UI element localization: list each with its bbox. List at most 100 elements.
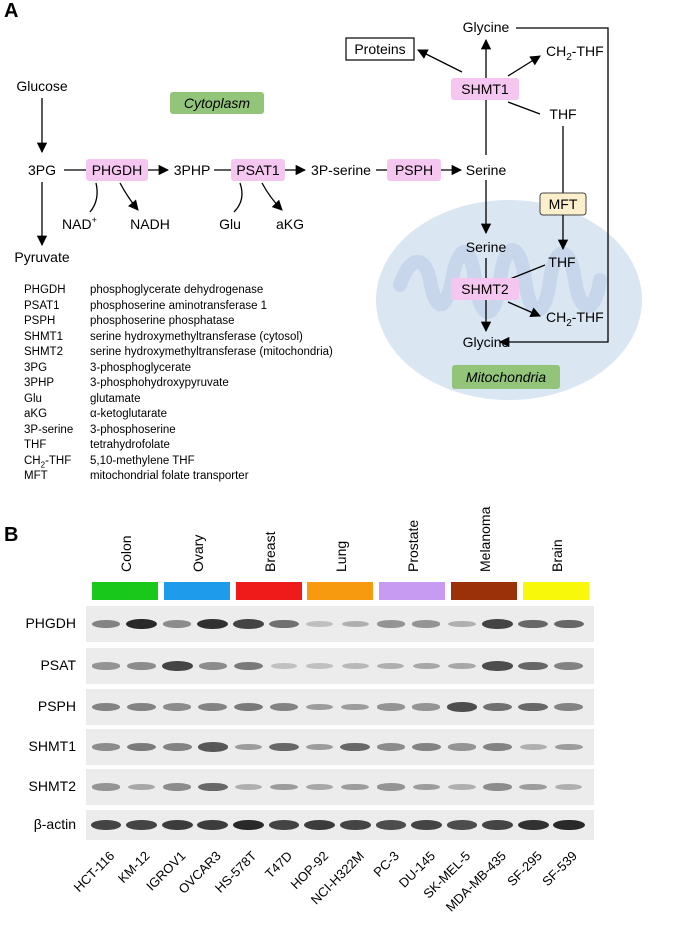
- abbreviation-key: SHMT2: [24, 346, 63, 358]
- shmt2-enzyme-box: [451, 278, 519, 300]
- blot-row: [86, 689, 594, 725]
- blot-band: [341, 620, 369, 628]
- abbreviation-key: SHMT1: [24, 330, 63, 343]
- blot-band: [198, 782, 228, 792]
- blot-band: [91, 662, 121, 670]
- blot-band: [305, 783, 334, 791]
- blot-band: [483, 783, 512, 791]
- blot-band: [554, 743, 583, 751]
- cell-line-label: HCT-116: [70, 848, 118, 895]
- shmt2-label: SHMT2: [461, 281, 509, 297]
- blot-band: [197, 618, 229, 630]
- blot-band: [448, 783, 476, 791]
- tissue-color-bar: [522, 582, 589, 600]
- glucose-label: Glucose: [16, 78, 68, 94]
- abbreviation-value: 5,10-methylene THF: [90, 454, 195, 467]
- mitochondria-box: [452, 365, 560, 389]
- abbreviation-key: PSAT1: [24, 299, 60, 312]
- protein-label: PSPH: [37, 698, 76, 714]
- blot-band: [198, 662, 227, 670]
- akg-label: aKG: [276, 216, 304, 232]
- blot-band: [519, 743, 547, 751]
- blot-band: [127, 662, 156, 670]
- serine-cyto-label: Serine: [466, 162, 507, 178]
- blot-band: [411, 820, 442, 830]
- blot-band: [269, 742, 299, 752]
- blot-band: [306, 621, 333, 627]
- tissue-label: Melanoma: [477, 506, 493, 572]
- blot-band: [306, 663, 333, 669]
- abbreviation-key: CH2-THF: [24, 454, 72, 469]
- protein-label: β-actin: [33, 816, 76, 832]
- thf-mito-label: THF: [548, 254, 575, 270]
- blot-row: [86, 810, 594, 840]
- blot-band: [305, 703, 334, 711]
- blot-band: [482, 661, 513, 671]
- blot-band: [376, 743, 405, 751]
- blot-row: [86, 769, 594, 805]
- abbreviation-value: 3-phosphohydroxypyruvate: [90, 377, 229, 389]
- tissue-color-bar: [379, 582, 446, 600]
- blot-band: [163, 783, 192, 791]
- blot-band: [340, 742, 370, 752]
- cytoplasm-box: [170, 92, 264, 114]
- blot-band: [91, 783, 121, 791]
- phgdh-label: PHGDH: [92, 162, 143, 178]
- blot-band: [197, 742, 228, 752]
- blot-band: [270, 663, 298, 669]
- blot-band: [125, 618, 158, 630]
- blot-band: [198, 703, 228, 711]
- tissue-color-bar: [451, 582, 517, 600]
- abbreviation-value: phosphoserine aminotransferase 1: [90, 299, 268, 312]
- pyruvate-label: Pyruvate: [14, 249, 69, 265]
- tissue-label: Breast: [261, 531, 278, 572]
- ch2thf-mito-label: CH2-THF: [546, 309, 604, 329]
- blot-band: [233, 662, 263, 670]
- nadh-label: NADH: [130, 216, 170, 232]
- blot-band: [412, 703, 441, 711]
- abbreviation-key: Glu: [24, 392, 42, 405]
- abbreviation-key: MFT: [24, 470, 48, 482]
- abbreviation-value: phosphoserine phosphatase: [90, 315, 235, 327]
- blot-band: [163, 703, 192, 711]
- blot-band: [339, 820, 371, 830]
- blot-band: [554, 619, 584, 629]
- blot-band: [519, 783, 548, 791]
- psat1-label: PSAT1: [236, 162, 280, 178]
- blot-band: [126, 820, 157, 830]
- blot-band: [161, 661, 193, 671]
- blot-band: [482, 619, 513, 629]
- blot-band: [518, 702, 548, 712]
- blot-band: [161, 819, 193, 831]
- abbreviation-value: 3-phosphoserine: [90, 423, 176, 436]
- phgdh-enzyme-box: [86, 159, 148, 181]
- shmt1-enzyme-box: [451, 78, 519, 100]
- abbreviation-key: 3PHP: [24, 377, 55, 389]
- blot-band: [483, 743, 512, 751]
- blot-band: [375, 820, 407, 830]
- blot-band: [90, 820, 122, 830]
- cell-line-label: PC-3: [370, 848, 403, 880]
- glu-label: Glu: [219, 216, 241, 232]
- blot-band: [446, 702, 478, 712]
- abbreviation-key: PSPH: [24, 315, 56, 327]
- blot-band: [412, 783, 441, 791]
- 3p-serine-label: 3P-serine: [311, 162, 371, 178]
- tissue-color-bar: [92, 582, 158, 600]
- abbreviation-key: 3PG: [24, 361, 48, 374]
- panel-a-label: A: [4, 0, 19, 22]
- blot-band: [341, 783, 370, 791]
- blot-band: [268, 820, 300, 830]
- tissue-color-bar: [163, 582, 230, 600]
- 3pg-label: 3PG: [28, 162, 56, 178]
- blot-band: [376, 783, 405, 791]
- cell-line-label: T47D: [262, 848, 296, 882]
- tissue-label: Lung: [333, 540, 350, 572]
- blot-band: [341, 703, 370, 711]
- serine-mito-label: Serine: [466, 239, 507, 255]
- proteins-label: Proteins: [354, 41, 405, 57]
- abbreviation-key: PHGDH: [24, 284, 66, 296]
- abbreviation-value: α-ketoglutarate: [90, 408, 167, 420]
- blot-row: [86, 648, 594, 684]
